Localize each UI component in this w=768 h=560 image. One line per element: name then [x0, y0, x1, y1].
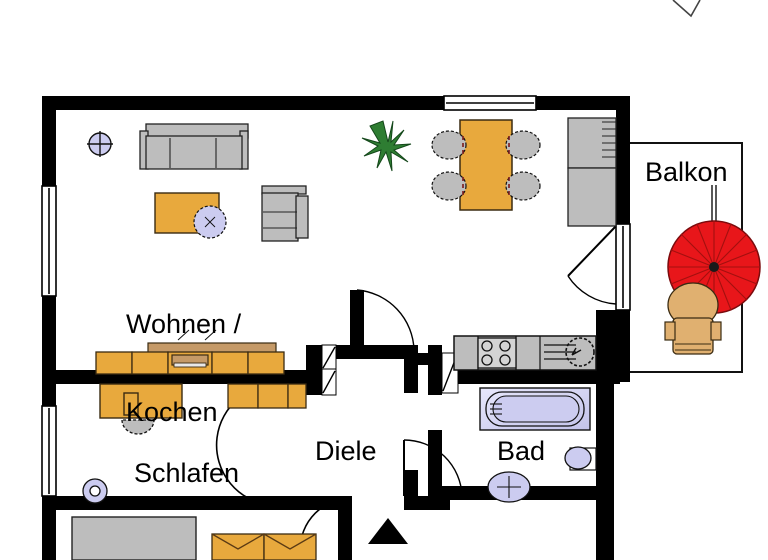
bed: [71, 516, 197, 560]
room-label-line1: Wohnen /: [126, 309, 242, 340]
dining-chairs: [431, 130, 541, 201]
room-label-wohnen-kochen: Wohnen / Kochen: [126, 252, 241, 456]
tall-cabinet: [567, 117, 617, 227]
chair: [505, 130, 541, 160]
toilet: [487, 471, 531, 503]
window-top: [443, 95, 537, 111]
lounge-chair: [664, 282, 722, 355]
bathtub: [479, 387, 591, 431]
desk-chair: [121, 419, 155, 435]
door-diele-bad: [403, 439, 463, 497]
room-label-balkon: Balkon: [645, 157, 728, 187]
room-label-line2: Kochen: [126, 396, 218, 427]
ceiling-light-living: [87, 131, 113, 157]
door-leaf-small-wohnen: [321, 344, 337, 396]
entrance-direction-arrow: [368, 518, 408, 544]
chair: [431, 171, 467, 201]
room-label-bad: Bad: [497, 436, 546, 466]
armchair: [261, 185, 309, 242]
kitchen-base-cabinets-lower: [227, 383, 307, 409]
washbasin: [564, 446, 597, 471]
cooktop: [477, 337, 517, 369]
room-label-diele: Diele: [315, 436, 377, 466]
kitchen-wall-cabinets: [95, 329, 285, 375]
chair: [431, 130, 467, 160]
kitchen-sink: [544, 337, 595, 367]
window-left-lower: [41, 405, 57, 497]
door-diele-wohnen: [356, 289, 415, 352]
potted-plant: [361, 120, 412, 172]
wardrobe: [211, 533, 317, 560]
partial-line-art: [672, 0, 701, 18]
floor-lamp: [193, 205, 227, 239]
door-balcony: [567, 225, 617, 305]
sofa: [139, 123, 249, 170]
chair: [505, 171, 541, 201]
ceiling-light-bedroom: [82, 478, 108, 504]
dining-table: [459, 119, 513, 211]
desk: [99, 383, 183, 419]
window-right-balcony-door: [615, 223, 631, 311]
window-left-upper: [41, 185, 57, 297]
room-label-schlafen: Schlafen: [134, 458, 240, 488]
